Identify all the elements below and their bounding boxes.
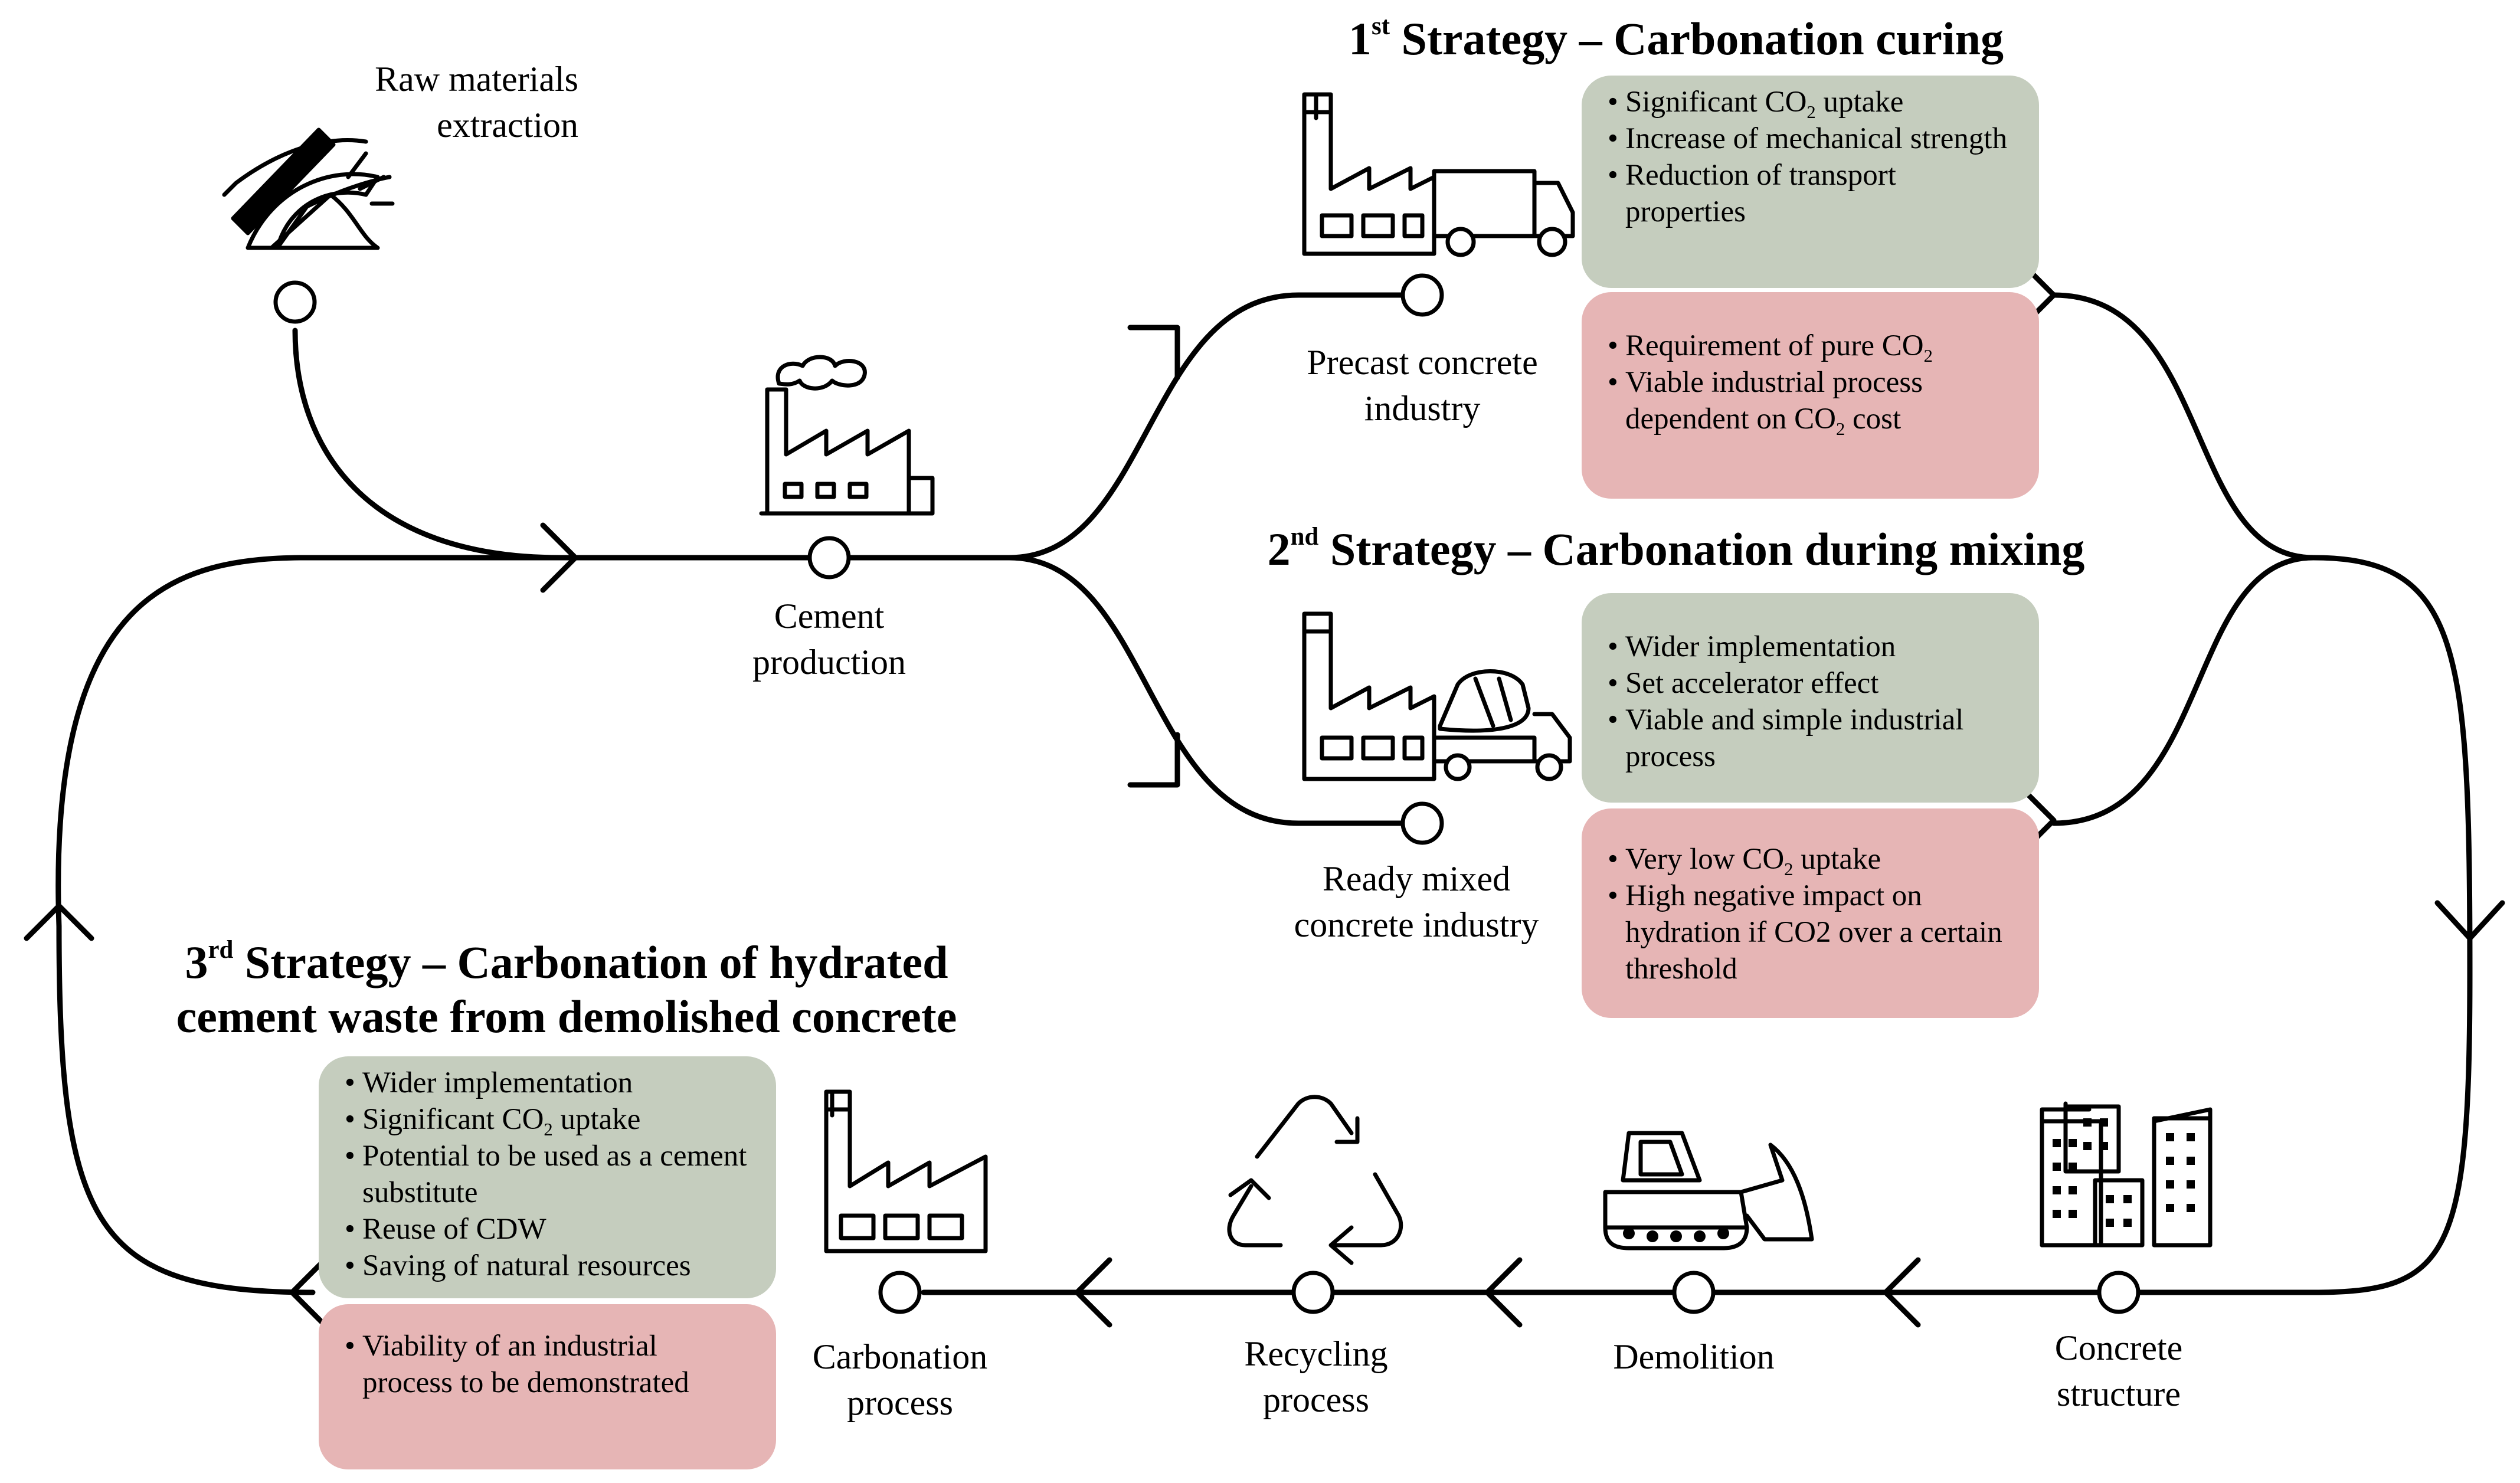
- strategy-2-title: 2nd Strategy – Carbonation during mixing: [1267, 522, 2085, 575]
- pickaxe-rock-icon: [222, 127, 395, 250]
- factory-smoke-icon: [759, 355, 935, 516]
- node-carbonation: [878, 1271, 922, 1314]
- strategy-1-title: 1st Strategy – Carbonation curing: [1349, 12, 2004, 64]
- strategy-3-pros-box: Wider implementationSignificant CO2 upta…: [319, 1056, 776, 1298]
- node-demolition: [1672, 1271, 1716, 1314]
- strategy-3-cons-list: Viability of an industrial process to be…: [345, 1328, 755, 1401]
- factory-icon: [824, 1089, 988, 1253]
- node-concrete-structure: [2097, 1271, 2141, 1314]
- node-ready-mixed: [1400, 801, 1444, 845]
- strategy-2-pro-item: Wider implementation: [1608, 628, 2018, 665]
- strategy-3-pro-item: Significant CO2 uptake: [345, 1101, 755, 1138]
- flow-raw-to-cement: [292, 328, 564, 561]
- flow-readymix-right: [2051, 555, 2316, 826]
- strategy-2-cons-box: Very low CO2 uptakeHigh negative impact …: [1582, 808, 2039, 1018]
- node-cement-production: [807, 536, 851, 580]
- strategy-1-con-item: Viable industrial process dependent on C…: [1608, 364, 2018, 438]
- strategy-2-pro-item: Viable and simple industrial process: [1608, 702, 2018, 775]
- arrow-left-1: [1883, 1257, 1921, 1328]
- node-precast: [1400, 273, 1444, 317]
- strategy-3-pro-item: Wider implementation: [345, 1065, 755, 1101]
- strategy-2-con-item: High negative impact on hydration if CO2…: [1608, 878, 2018, 987]
- strategy-1-pro-item: Reduction of transport properties: [1608, 157, 2018, 230]
- label-demolition: Demolition: [1613, 1337, 1775, 1376]
- strategy-1-con-item: Requirement of pure CO2: [1608, 328, 2018, 365]
- strategy-3-cons-box: Viability of an industrial process to be…: [319, 1304, 776, 1469]
- strategy-3-pro-item: Saving of natural resources: [345, 1248, 755, 1284]
- factory-truck-icon: [1302, 92, 1575, 257]
- strategy-2-pro-item: Set accelerator effect: [1608, 665, 2018, 702]
- arrow-right-cement: [540, 522, 578, 593]
- strategy-2-pros-box: Wider implementationSet accelerator effe…: [1582, 593, 2039, 803]
- strategy-3-con-item: Viability of an industrial process to be…: [345, 1328, 755, 1401]
- strategy-3-title: 3rd Strategy – Carbonation of hydrated c…: [176, 935, 957, 1042]
- flow-branch-up: [1006, 292, 1425, 561]
- arrow-left-3: [1074, 1257, 1112, 1328]
- strategy-2-con-item: Very low CO2 uptake: [1608, 841, 2018, 878]
- strategy-1-pros-box: Significant CO2 uptakeIncrease of mechan…: [1582, 76, 2039, 288]
- strategy-2-cons-list: Very low CO2 uptakeHigh negative impact …: [1608, 841, 2018, 987]
- strategy-3-pros-list: Wider implementationSignificant CO2 upta…: [345, 1065, 755, 1284]
- arrow-up-left: [24, 903, 94, 941]
- node-raw-materials: [273, 280, 317, 324]
- strategy-3-pro-item: Potential to be used as a cement substit…: [345, 1138, 755, 1211]
- flow-main-left: [55, 555, 1012, 929]
- strategy-1-pro-item: Significant CO2 uptake: [1608, 84, 2018, 121]
- node-recycling: [1291, 1271, 1335, 1314]
- arrow-left-2: [1484, 1257, 1523, 1328]
- strategy-2-pros-list: Wider implementationSet accelerator effe…: [1608, 628, 2018, 775]
- bulldozer-icon: [1603, 1131, 1814, 1250]
- strategy-1-cons-box: Requirement of pure CO2Viable industrial…: [1582, 292, 2039, 499]
- recycle-icon: [1227, 1095, 1403, 1265]
- strategy-1-cons-list: Requirement of pure CO2Viable industrial…: [1608, 328, 2018, 438]
- arrow-down-branch: [1127, 732, 1180, 788]
- arrow-up-branch: [1127, 325, 1180, 381]
- flow-left-return: [56, 924, 316, 1295]
- arrow-down-right: [2434, 900, 2505, 941]
- arrow-left-4: [289, 1257, 328, 1328]
- buildings-icon: [2040, 1101, 2213, 1248]
- strategy-3-pro-item: Reuse of CDW: [345, 1211, 755, 1248]
- flow-precast-right: [2051, 292, 2316, 561]
- strategy-1-pro-item: Increase of mechanical strength: [1608, 120, 2018, 157]
- flow-branch-down: [1006, 555, 1425, 826]
- factory-mixer-truck-icon: [1302, 611, 1572, 781]
- flow-main-right: [921, 555, 2473, 1295]
- strategy-1-pros-list: Significant CO2 uptakeIncrease of mechan…: [1608, 84, 2018, 230]
